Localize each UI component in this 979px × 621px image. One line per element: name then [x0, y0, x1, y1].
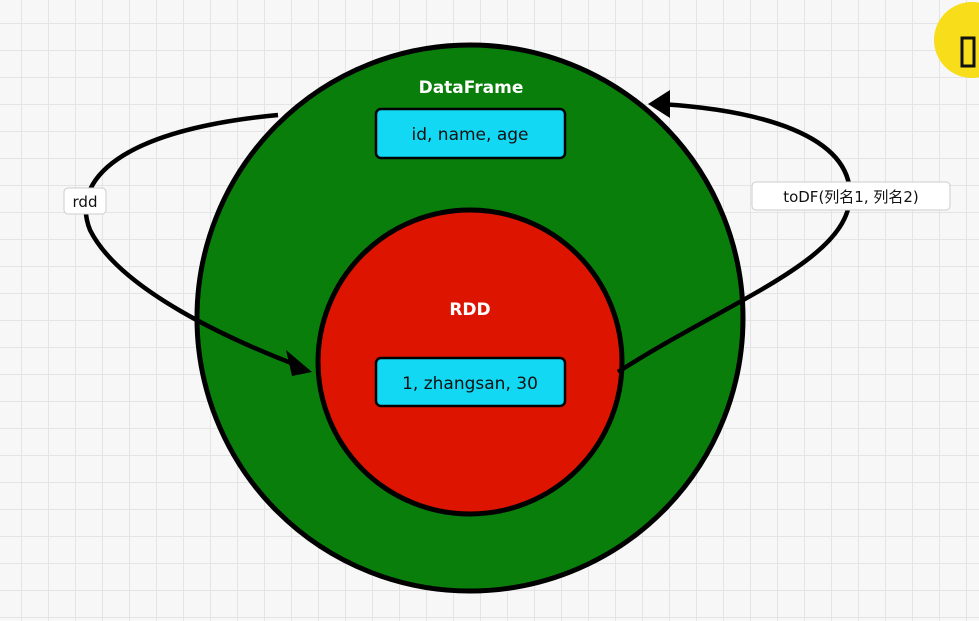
rdd-title: RDD: [449, 300, 490, 320]
todf-label-text: toDF(列名1, 列名2): [783, 188, 919, 206]
record-box: [374, 356, 567, 408]
schema-box-text: id, name, age: [411, 125, 528, 145]
rdd-label-text: rdd: [73, 193, 98, 211]
cursor-highlight: [934, 2, 979, 78]
cursor-icon: [960, 36, 976, 68]
dataframe-title: DataFrame: [419, 78, 524, 98]
rdd-arrow: [83, 112, 312, 376]
schema-box: [374, 107, 567, 160]
record-box-text: 1, zhangsan, 30: [402, 374, 538, 394]
rdd-label: rdd: [63, 187, 107, 215]
todf-arrowhead: [648, 90, 670, 118]
rdd-arrowhead: [286, 350, 312, 376]
todf-label: toDF(列名1, 列名2): [751, 181, 951, 211]
